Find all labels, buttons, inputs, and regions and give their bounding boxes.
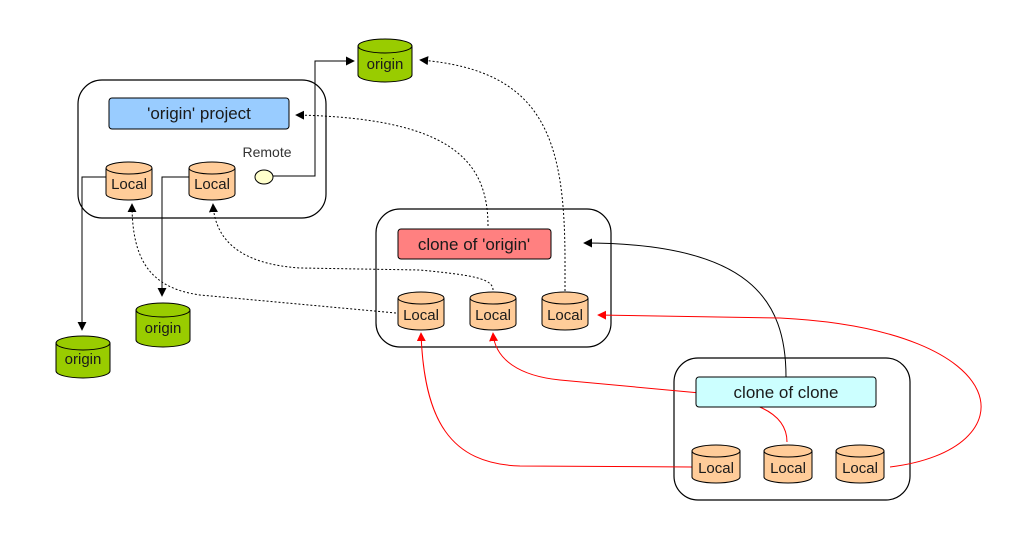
origin-project-title-text: 'origin' project — [147, 104, 251, 123]
clone-local1-to-origin-local1-dotted — [127, 203, 397, 314]
clone-local-repo-2: Local — [469, 291, 517, 331]
origin-label: origin — [145, 320, 182, 337]
origin-project-title: 'origin' project — [108, 97, 290, 130]
origin-local-repo-1: Local — [105, 161, 153, 201]
clone-of-clone-local-repo-3: Local — [835, 444, 885, 484]
local-label: Local — [194, 176, 230, 193]
local1-to-origin-connector — [77, 176, 106, 331]
origin-local-repo-2: Local — [188, 161, 236, 201]
clone-of-clone-title-text: clone of clone — [734, 383, 839, 402]
local-label: Local — [547, 307, 583, 324]
clone-of-clone-title: clone of clone — [695, 376, 877, 408]
clone-local3-to-origin-dotted — [419, 56, 566, 291]
coc-local1-to-clone-local1-red — [416, 332, 693, 468]
remote-to-origin-connector — [273, 56, 355, 177]
remote-marker — [254, 169, 274, 185]
coc-local3-to-clone-local3-red — [597, 310, 982, 468]
origin-repo-left: origin — [55, 335, 111, 379]
origin-repo-top: origin — [357, 38, 413, 83]
clone-of-origin-title: clone of 'origin' — [397, 228, 552, 260]
clone-of-clone-to-clone-connector — [583, 238, 787, 378]
clone-of-clone-local-repo-2: Local — [763, 444, 813, 484]
local-label: Local — [698, 460, 734, 477]
clone-local-repo-1: Local — [397, 291, 445, 331]
local-label: Local — [111, 176, 147, 193]
clone-of-clone-local-repo-1: Local — [691, 444, 741, 484]
local-label: Local — [770, 460, 806, 477]
origin-label: origin — [367, 56, 404, 73]
clone-local2-to-origin-local2-dotted — [208, 203, 494, 291]
local-label: Local — [842, 460, 878, 477]
local2-to-origin-connector — [157, 176, 189, 297]
local-label: Local — [475, 307, 511, 324]
clone-local-repo-3: Local — [541, 291, 589, 331]
remote-label: Remote — [242, 144, 291, 160]
origin-repo-middle: origin — [135, 302, 191, 348]
local-label: Local — [403, 307, 439, 324]
clone-of-origin-title-text: clone of 'origin' — [418, 235, 530, 254]
clone-title-to-origin-project-dotted — [295, 110, 489, 227]
origin-label: origin — [65, 351, 102, 368]
